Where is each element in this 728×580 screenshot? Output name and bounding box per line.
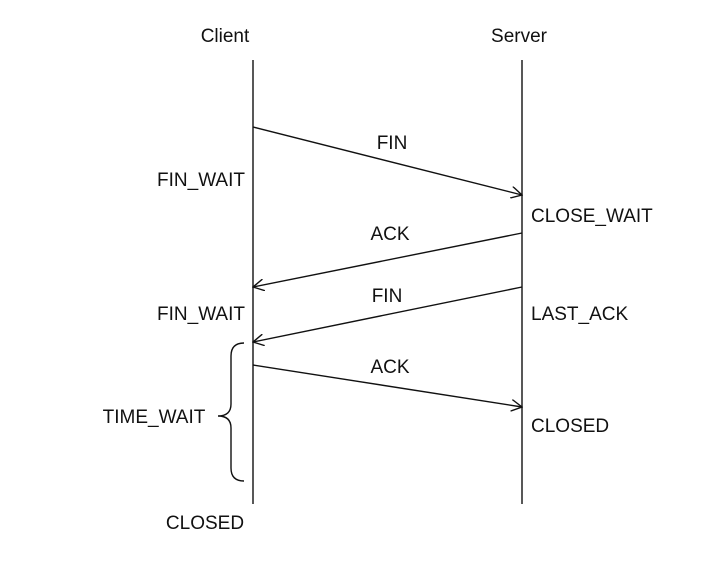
message-arrow-fin-1 [252, 126, 522, 195]
message-label-fin-2: FIN [372, 286, 403, 307]
server-header: Server [491, 26, 548, 47]
server-state-close-wait: CLOSE_WAIT [531, 206, 653, 227]
message-label-fin-1: FIN [377, 133, 408, 154]
message-arrow-ack-2 [252, 364, 522, 407]
client-state-fin-wait-1: FIN_WAIT [157, 170, 245, 191]
server-state-last-ack: LAST_ACK [531, 304, 628, 325]
message-label-ack-1: ACK [370, 224, 409, 245]
message-arrow-ack-1 [253, 232, 523, 287]
client-header: Client [201, 26, 250, 47]
client-state-closed: CLOSED [166, 513, 244, 534]
client-state-fin-wait-2: FIN_WAIT [157, 304, 245, 325]
message-label-ack-2: ACK [370, 357, 409, 378]
client-state-time-wait: TIME_WAIT [103, 407, 206, 428]
server-state-closed: CLOSED [531, 416, 609, 437]
time-wait-brace [217, 342, 245, 482]
message-arrow-fin-2 [253, 286, 523, 342]
